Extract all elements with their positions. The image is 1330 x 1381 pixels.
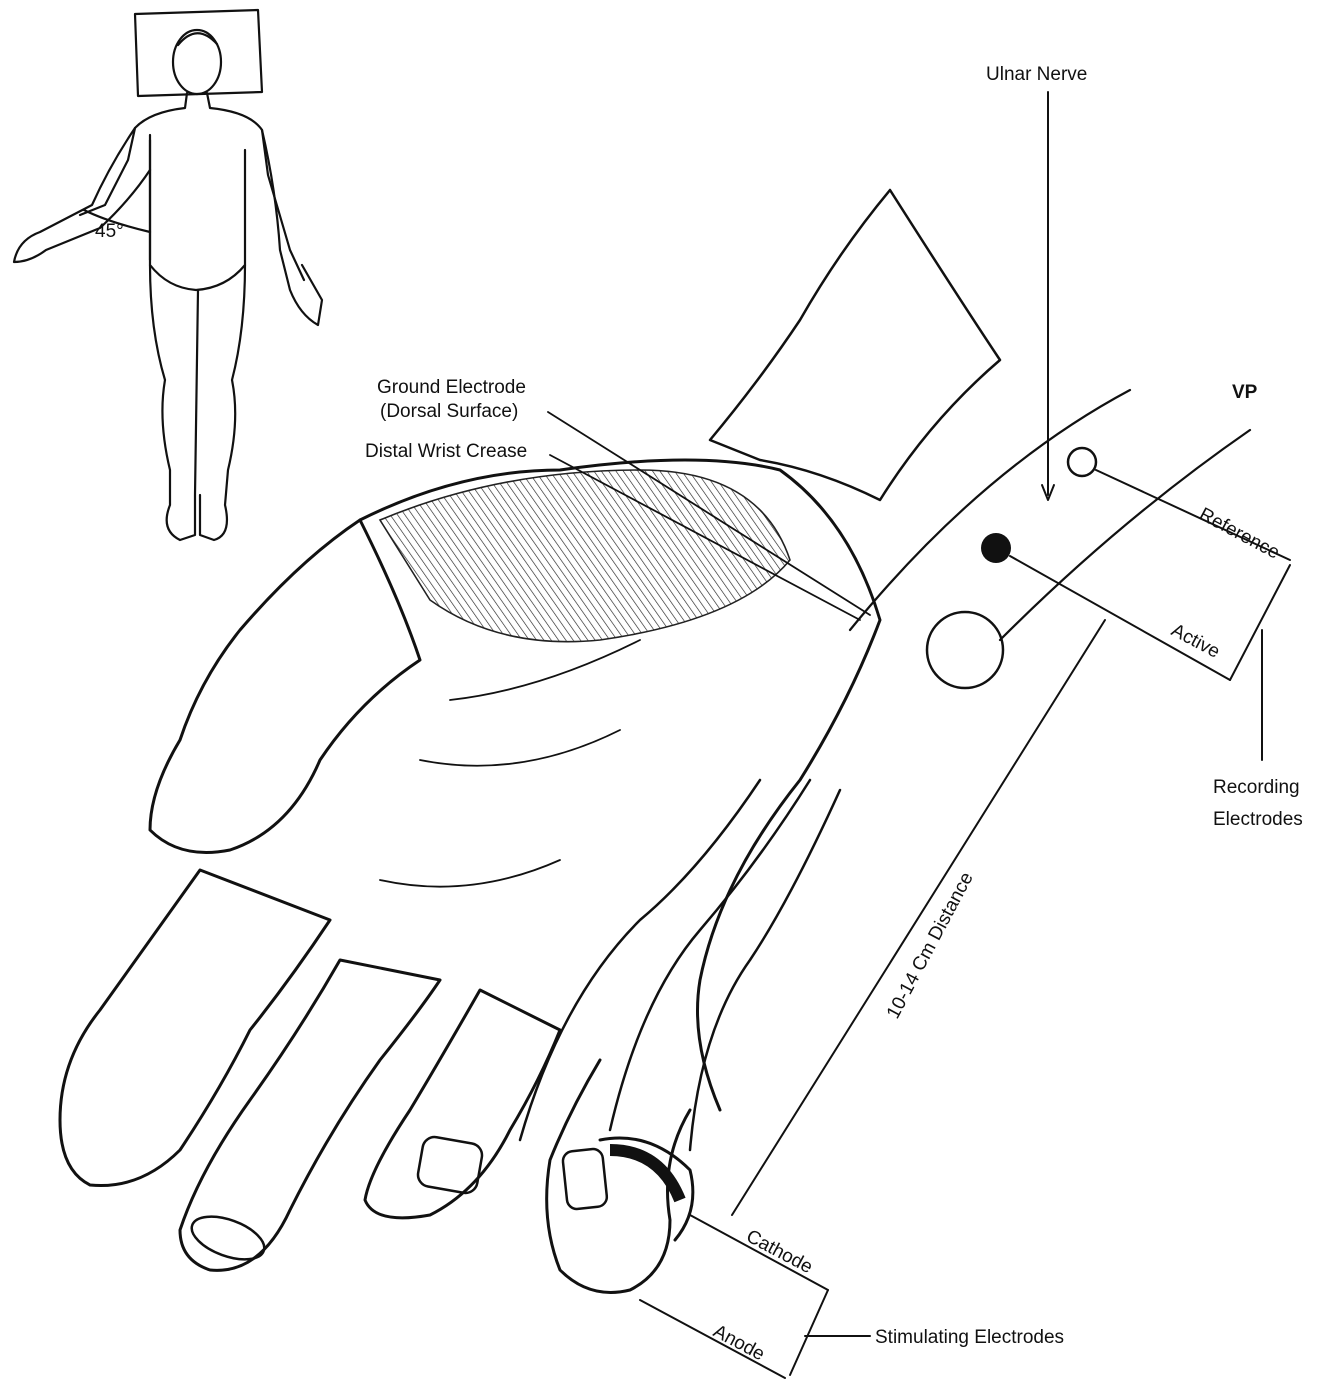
active-label: Active (1168, 620, 1224, 663)
grid-ground-electrode (927, 612, 1003, 688)
index-finger (60, 870, 330, 1186)
ground-electrode-sublabel: (Dorsal Surface) (380, 401, 518, 422)
stimulating-electrodes-label: Stimulating Electrodes (875, 1327, 1064, 1348)
distance-line (732, 620, 1105, 1215)
pillow (135, 10, 262, 96)
ring-fingernail (416, 1135, 484, 1195)
anode-label: Anode (710, 1321, 768, 1365)
monogram: VP (1232, 382, 1258, 403)
recording-sublabel: Electrodes (1213, 809, 1303, 830)
thumb (150, 520, 420, 853)
recording-label: Recording (1213, 777, 1300, 798)
human-body-figure (14, 10, 322, 540)
middle-finger (180, 960, 440, 1270)
distal-wrist-crease-label: Distal Wrist Crease (365, 441, 527, 462)
reference-electrode (1068, 448, 1096, 476)
right-arm (262, 130, 322, 325)
legs (150, 265, 245, 540)
little-fingernail (562, 1148, 608, 1210)
recording-electrodes (981, 448, 1290, 760)
reference-label: Reference (1196, 504, 1283, 564)
ground-electrode-label: Ground Electrode (377, 377, 526, 398)
palm-hatch (380, 470, 790, 642)
angle-label: 45° (95, 221, 124, 242)
distance-label: 10-14 Cm Distance (883, 869, 978, 1022)
forearm-volar (850, 390, 1250, 640)
cathode-label: Cathode (743, 1226, 816, 1278)
ulnar-nerve-label: Ulnar Nerve (986, 64, 1087, 85)
active-electrode (981, 533, 1011, 563)
middle-fingernail (186, 1208, 270, 1268)
torso (80, 93, 304, 290)
forearm-dorsal (710, 190, 1000, 500)
